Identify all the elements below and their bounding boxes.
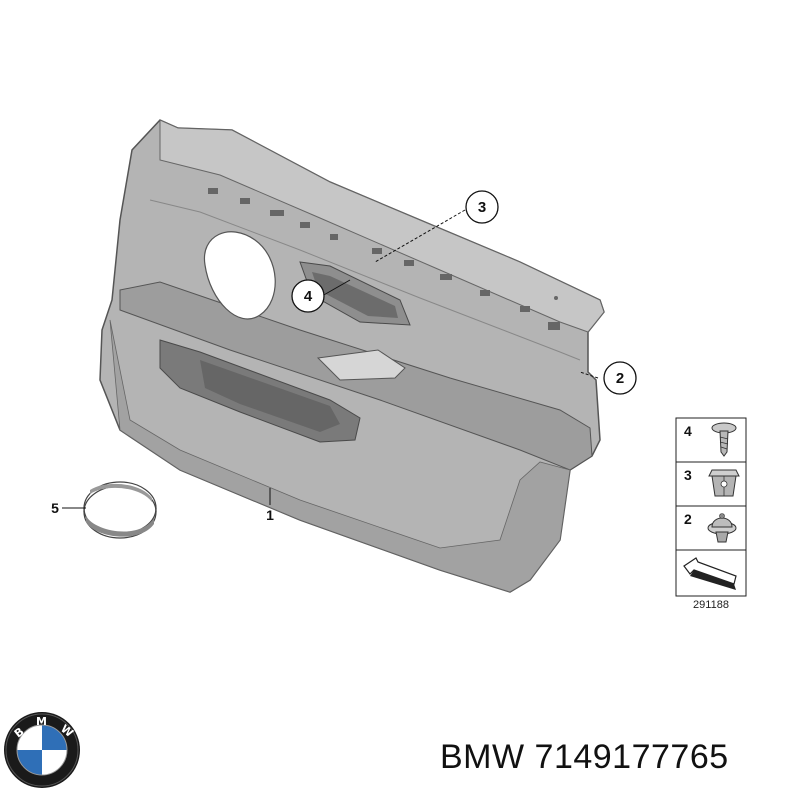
- arrow-symbol-icon: [683, 557, 737, 590]
- caption-brand: BMW: [440, 738, 525, 776]
- handle-slot: [312, 272, 398, 318]
- speaker-trim-ring: [83, 481, 157, 539]
- callout-2: 2: [603, 361, 637, 395]
- fastener-legend: 4 3 2 291188: [675, 417, 747, 611]
- callout-1-label: 1: [266, 507, 274, 523]
- callout-4: 4: [291, 279, 325, 313]
- panel-crease: [149, 199, 581, 361]
- leader-lines: [62, 209, 599, 509]
- door-trim-panel: [99, 119, 605, 593]
- callout-2-label: 2: [616, 370, 624, 387]
- legend-item-3-number: 3: [684, 467, 692, 483]
- push-clip-icon: [707, 513, 737, 543]
- door-panel-top-band: [159, 119, 605, 333]
- diagram-code: 291188: [693, 599, 729, 611]
- callout-3: 3: [465, 190, 499, 224]
- callout-4-label: 4: [304, 288, 313, 305]
- legend-item-4-number: 4: [684, 423, 692, 439]
- door-panel-pocket-inner: [200, 360, 340, 432]
- speaker-opening: [203, 231, 276, 320]
- svg-text:M: M: [36, 715, 47, 728]
- callout-5-label: 5: [51, 500, 59, 516]
- caption-part-number: 7149177765: [534, 738, 729, 776]
- expanding-nut-icon: [708, 469, 740, 497]
- part-caption: BMW 7149177765: [440, 738, 729, 777]
- screw-icon: [711, 422, 737, 457]
- door-panel-lower-skirt: [109, 319, 571, 593]
- callout-3-label: 3: [478, 199, 486, 216]
- window-switch-block: [316, 349, 406, 381]
- mounting-holes: [208, 188, 560, 330]
- bmw-logo: B M W: [4, 712, 80, 788]
- legend-item-2-number: 2: [684, 511, 692, 527]
